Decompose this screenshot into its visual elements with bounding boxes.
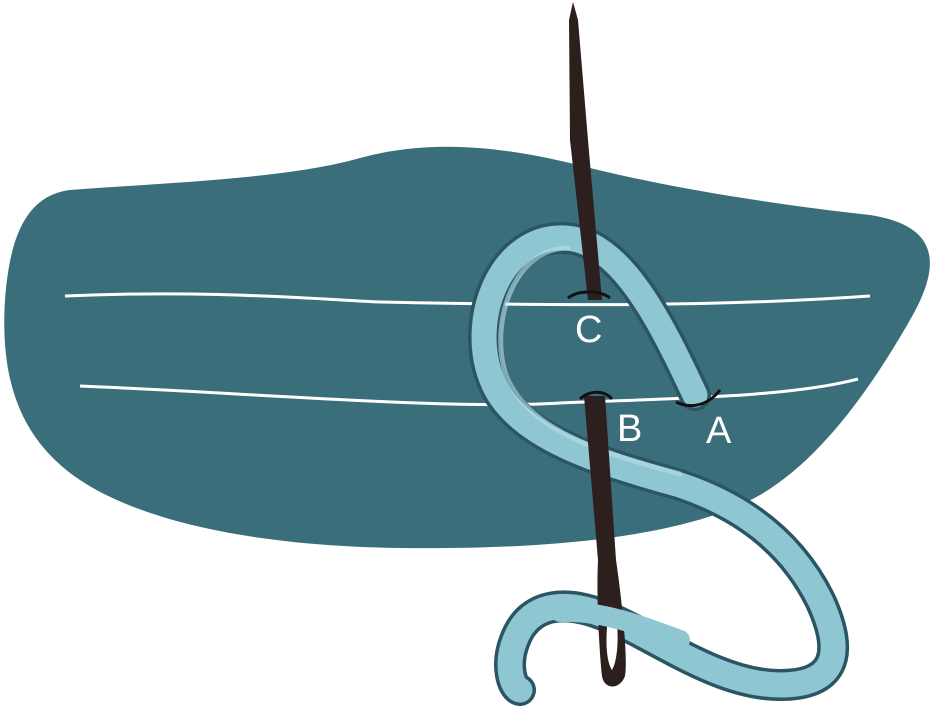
- label-c: C: [575, 309, 602, 351]
- thread-through-eye: [550, 601, 690, 650]
- guide-line-upper: [64, 292, 871, 307]
- guide-line-lower: [79, 377, 859, 407]
- stitch-mark-b: [578, 390, 614, 401]
- needle-tip: [569, 2, 602, 300]
- stitch-mark-a: [675, 389, 722, 408]
- label-b: B: [617, 408, 642, 450]
- label-a: A: [706, 410, 732, 452]
- stitch-mark-c: [567, 290, 611, 300]
- thread-highlight: [498, 245, 683, 477]
- fabric-piece: [4, 146, 930, 549]
